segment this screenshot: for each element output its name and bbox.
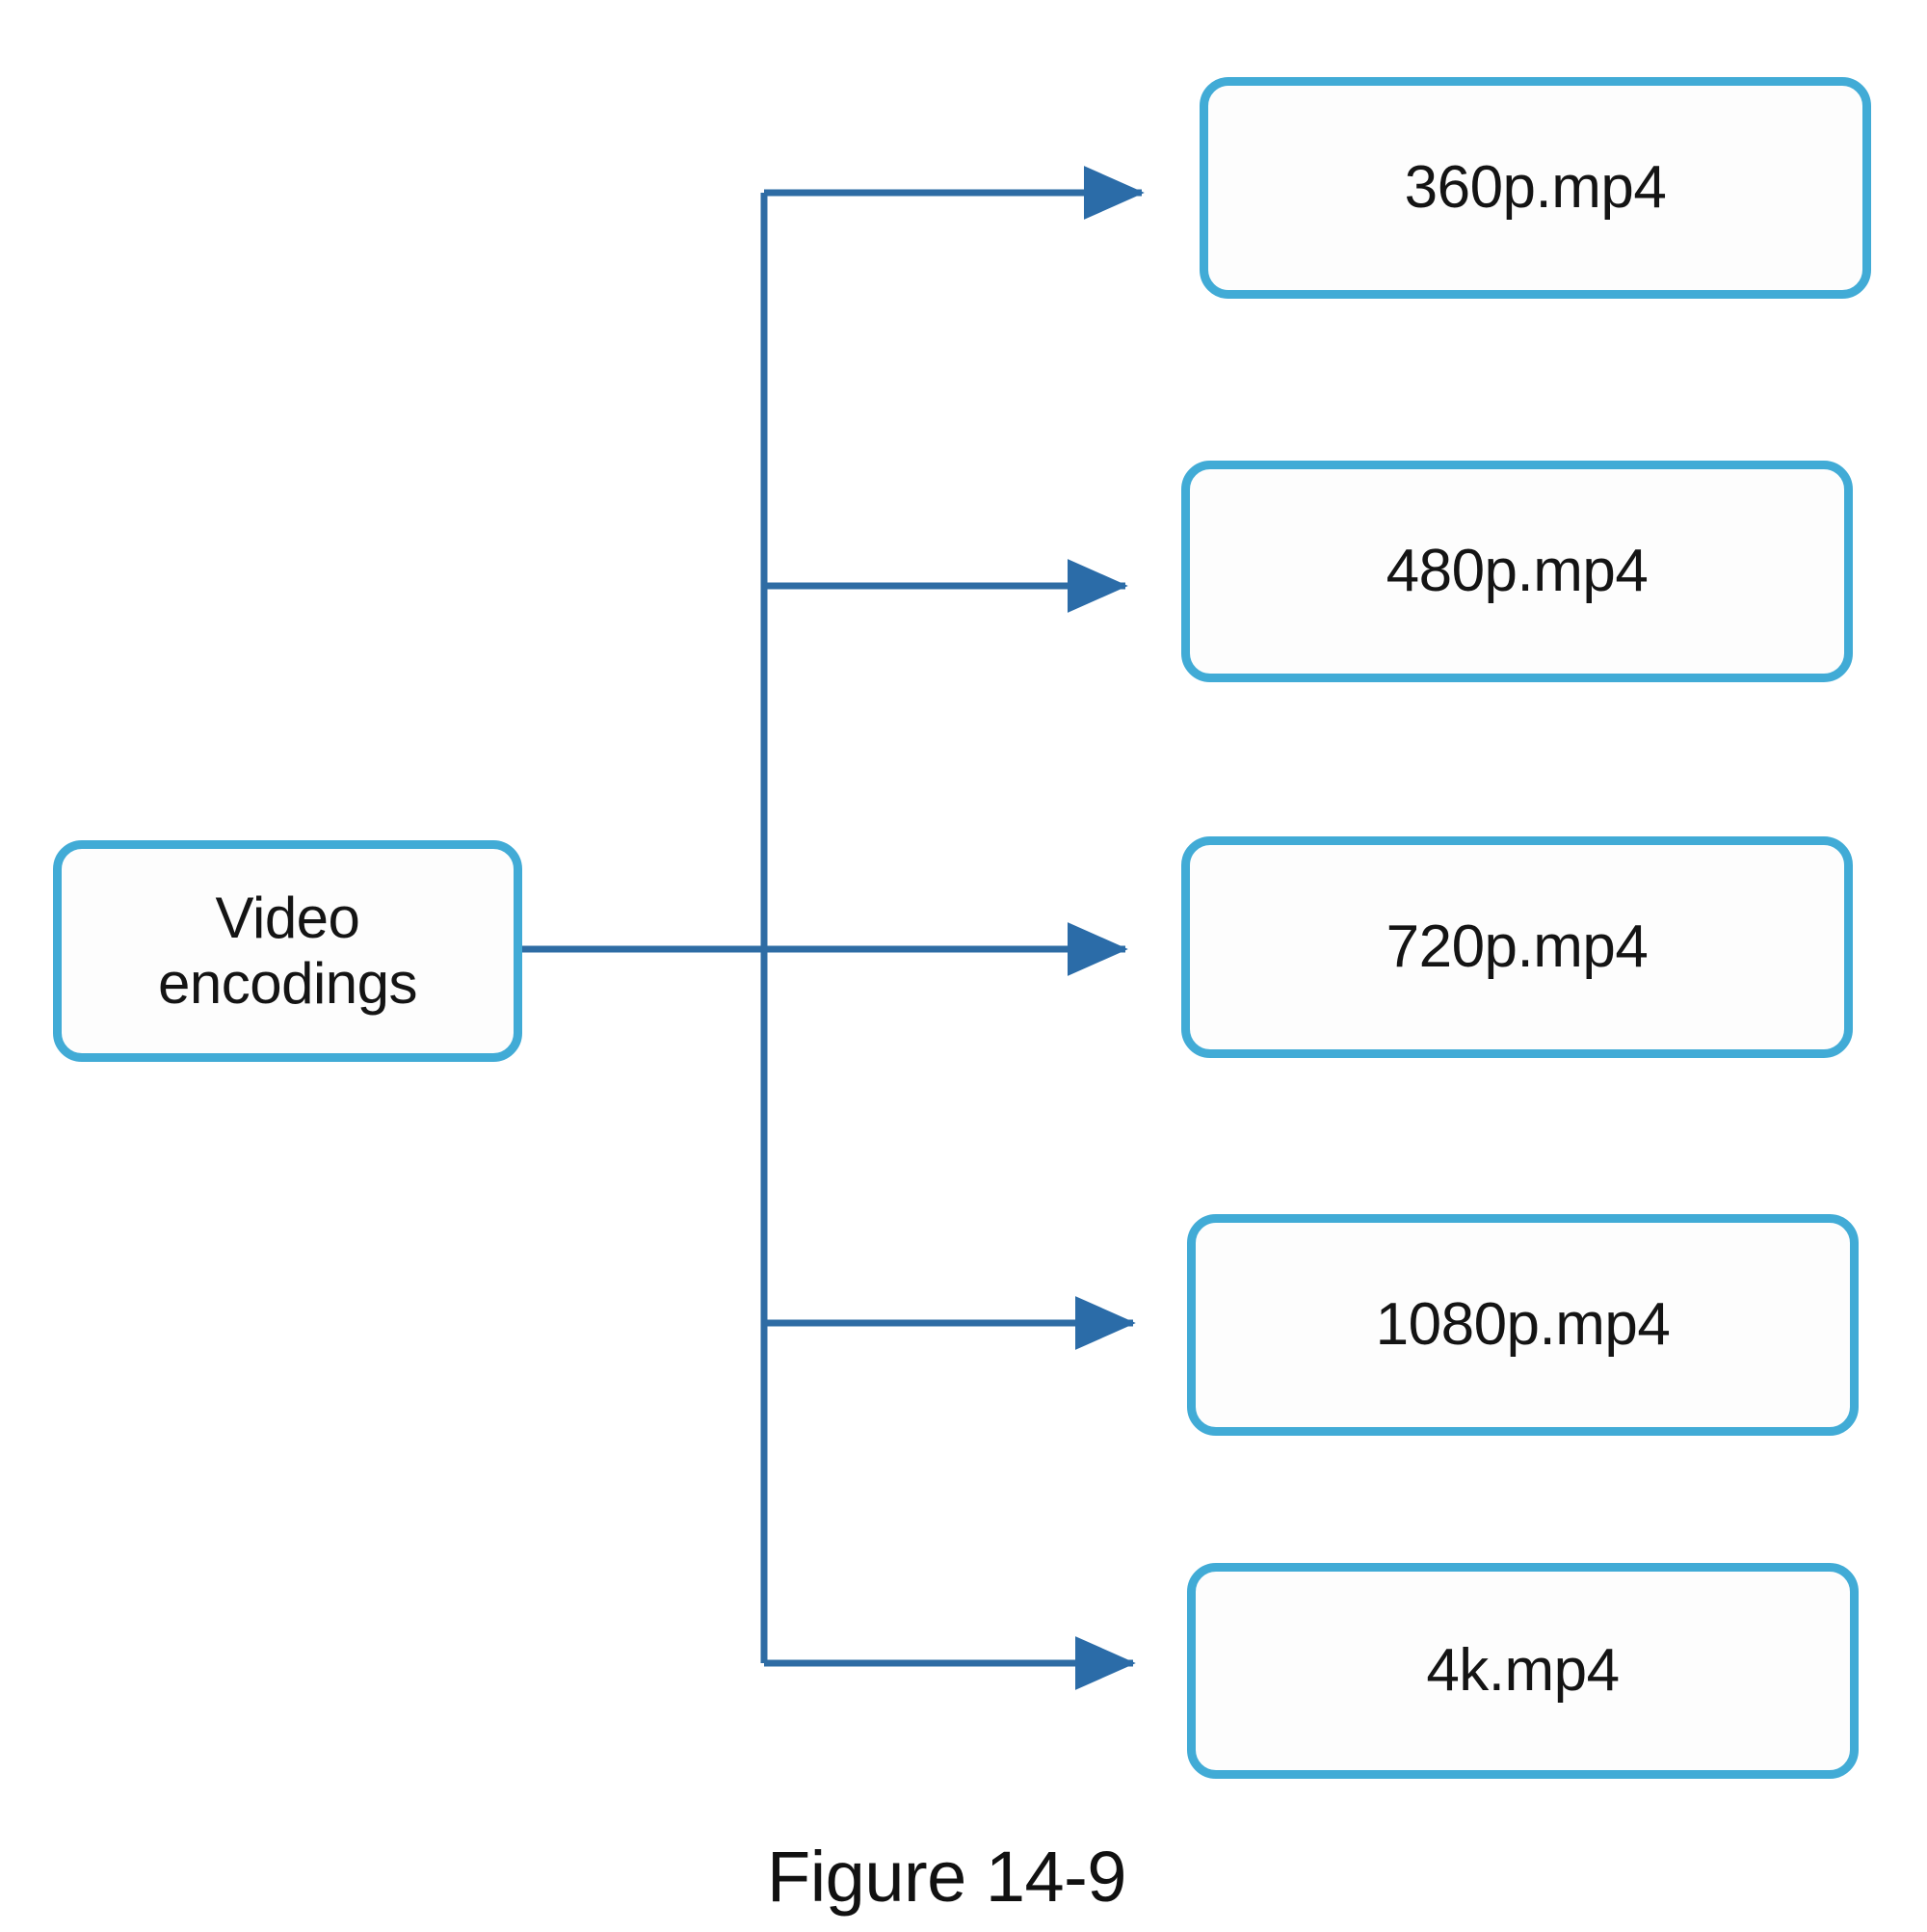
node-video-encodings-label: Video encodings [157,885,418,1016]
node-1080p[interactable]: 1080p.mp4 [1187,1214,1859,1436]
node-720p-label: 720p.mp4 [1386,913,1649,980]
node-360p[interactable]: 360p.mp4 [1200,77,1871,299]
node-4k-label: 4k.mp4 [1426,1636,1620,1704]
node-4k[interactable]: 4k.mp4 [1187,1563,1859,1779]
node-480p-label: 480p.mp4 [1386,537,1649,604]
node-360p-label: 360p.mp4 [1404,153,1667,221]
node-720p[interactable]: 720p.mp4 [1181,836,1853,1058]
node-480p[interactable]: 480p.mp4 [1181,461,1853,682]
node-1080p-label: 1080p.mp4 [1375,1290,1671,1358]
figure-caption: Figure 14-9 [767,1837,1126,1917]
node-video-encodings[interactable]: Video encodings [53,840,522,1062]
